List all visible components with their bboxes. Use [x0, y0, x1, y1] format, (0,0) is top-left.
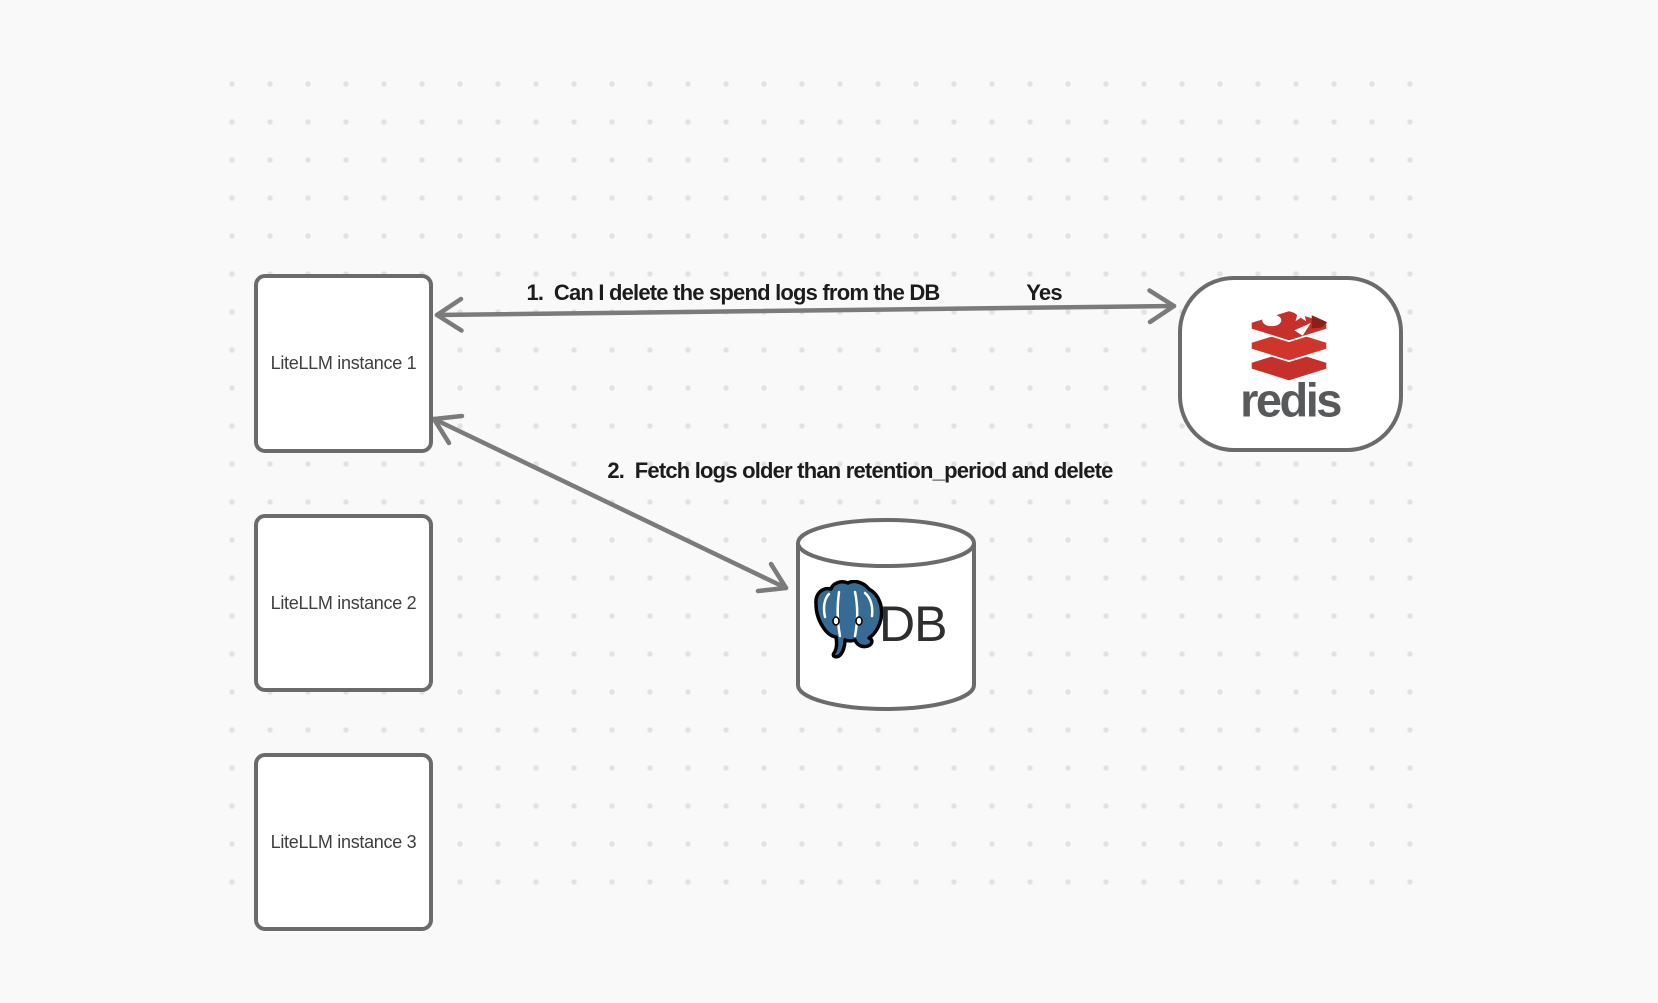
redis-stack-icon: [1249, 304, 1329, 383]
node-litellm-instance-3: LiteLLM instance 3: [254, 753, 433, 931]
postgresql-elephant-icon: [814, 580, 884, 659]
redis-icon-star: [1292, 304, 1310, 322]
node-label: LiteLLM instance 1: [270, 353, 417, 373]
edge1-arrowhead-right: [1147, 288, 1177, 325]
node-label: LiteLLM instance 2: [270, 592, 417, 613]
edge1-arrow: [434, 288, 1177, 333]
node-litellm-instance-2: LiteLLM instance 2: [254, 514, 433, 692]
edge1-arrowhead-left: [434, 296, 464, 333]
redis-icon-circle: [1262, 314, 1282, 327]
edge2-arrow: [431, 413, 789, 594]
node-litellm-instance-1: LiteLLM instance 1: [254, 274, 433, 453]
edge1-label: 1. Can I delete the spend logs from the …: [526, 279, 940, 305]
redis-icon-triangle: [1294, 323, 1311, 336]
edge2-arrowhead-left: [431, 413, 465, 446]
node-label: LiteLLM instance 3: [270, 831, 417, 852]
edge2-arrowhead-right: [755, 561, 789, 594]
redis-wordmark: redis: [1240, 373, 1342, 427]
edge1-response-label: Yes: [1026, 279, 1062, 305]
redis-icon-notch: [1311, 315, 1328, 329]
db-label: DB: [879, 596, 947, 652]
edge2-label: 2. Fetch logs older than retention_perio…: [607, 457, 1113, 483]
